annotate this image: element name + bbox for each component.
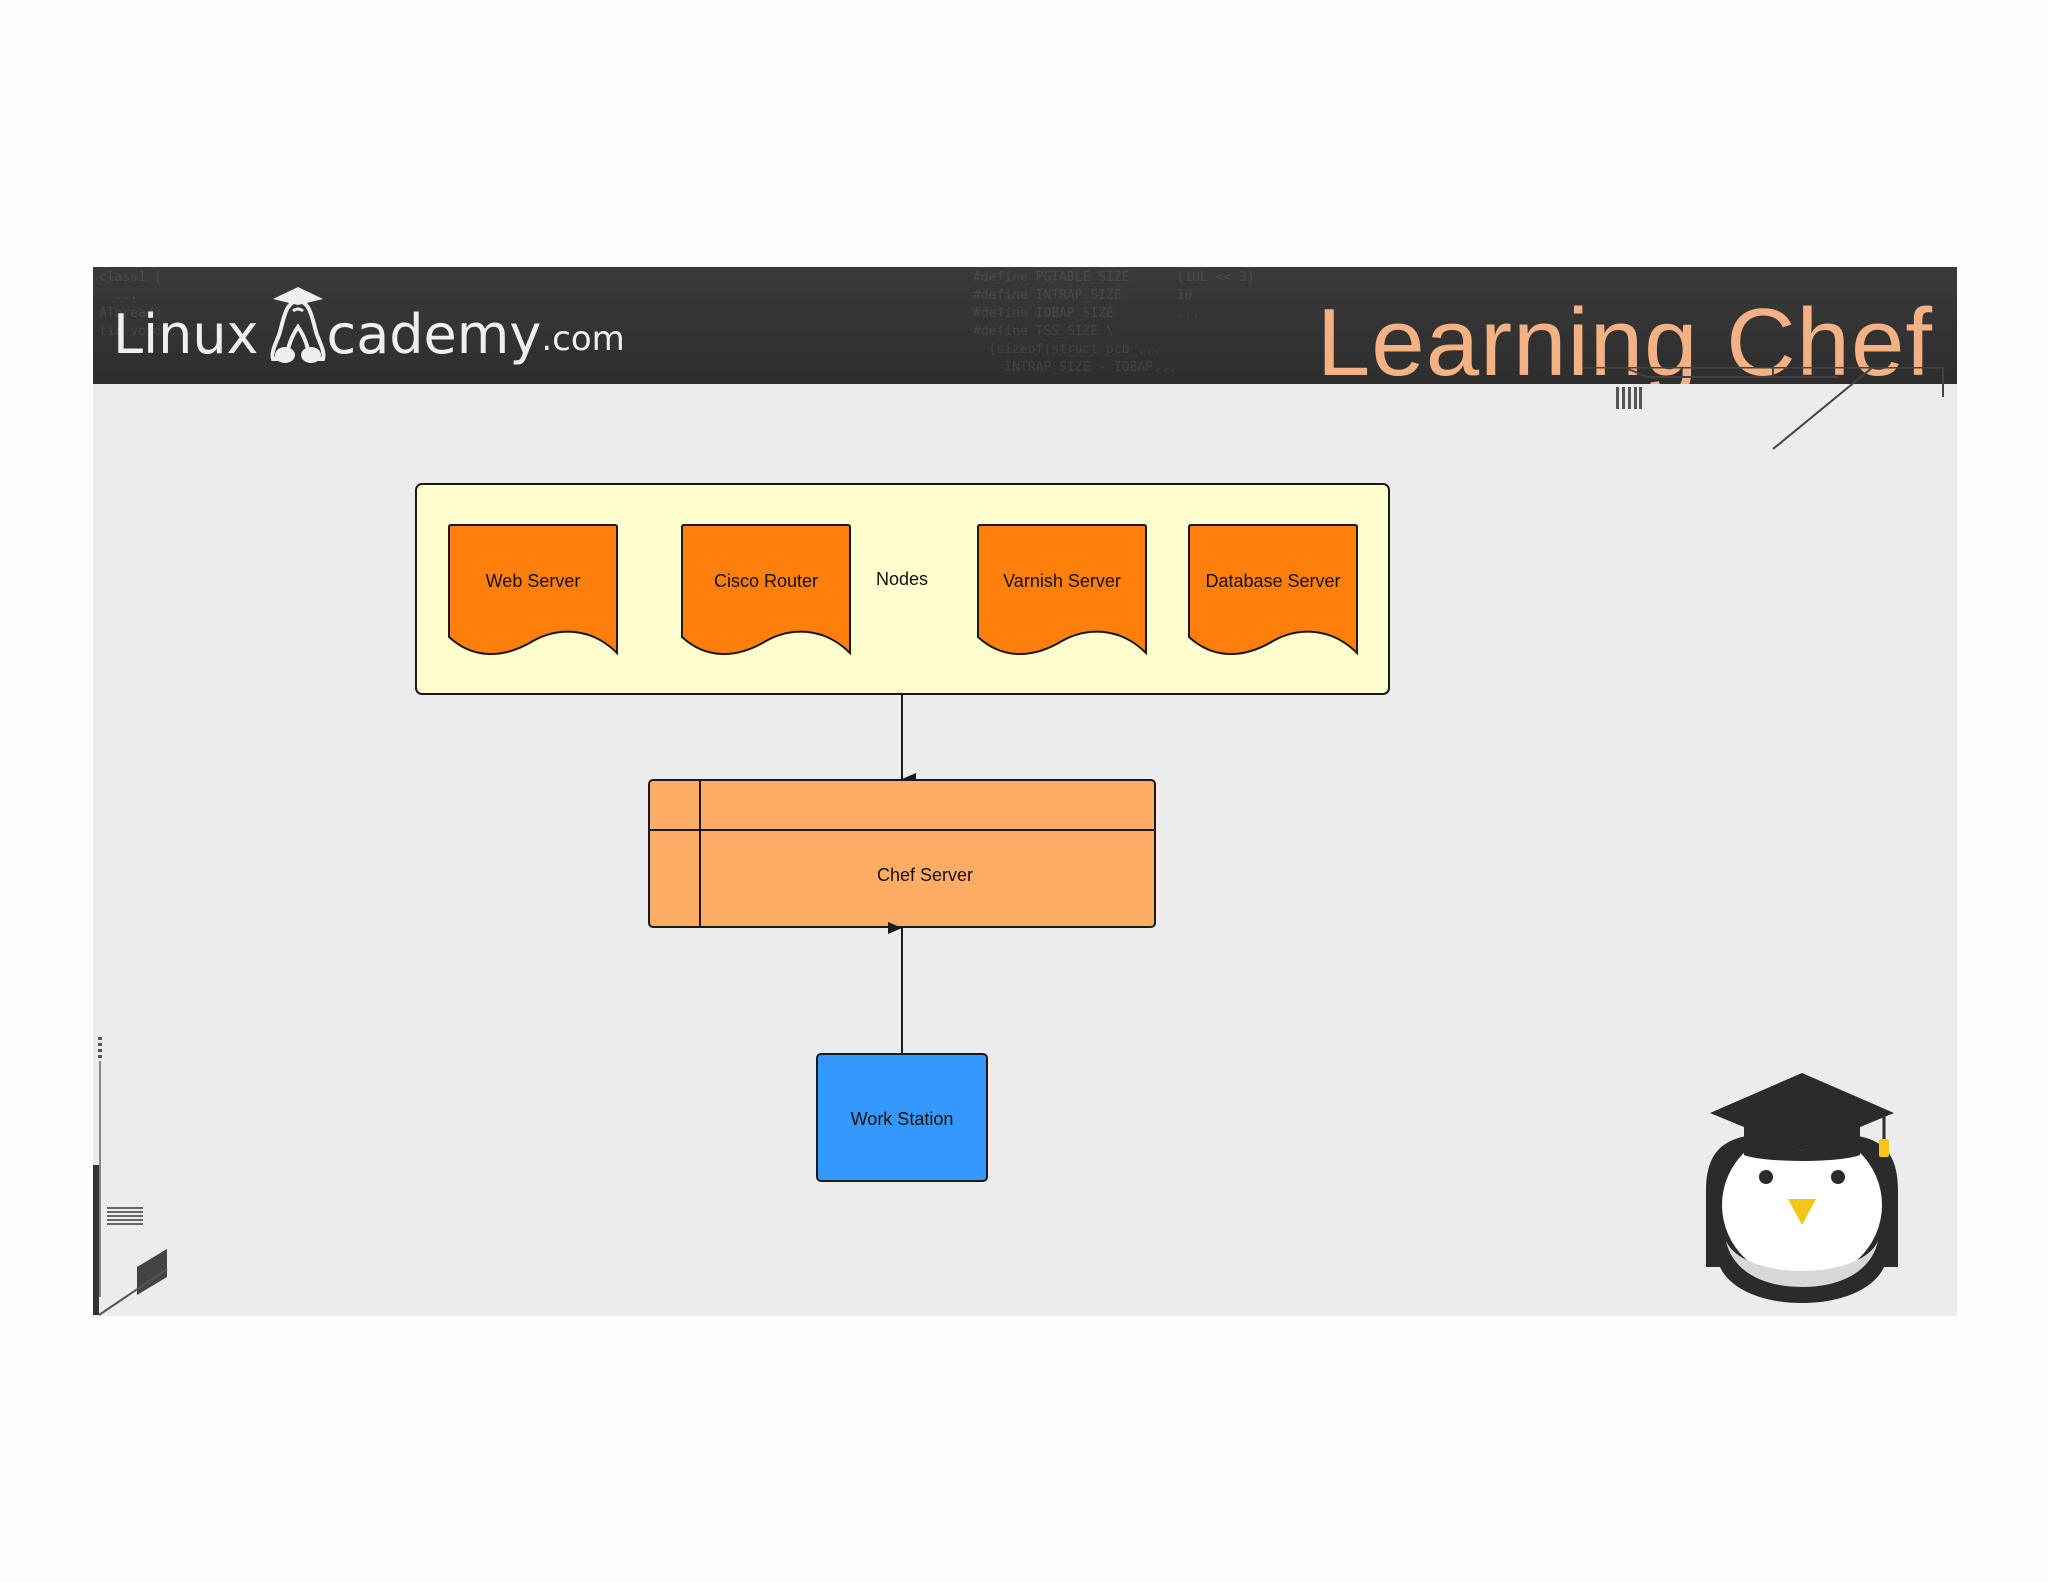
circuit-decoration-bottom-left — [93, 1037, 168, 1316]
slide-title: Learning Chef — [1316, 289, 1933, 385]
header-bar: class1 { ... AThread) tic void ... #defi… — [93, 267, 1957, 384]
logo-domain: .com — [541, 319, 625, 359]
header-code-texture: class1 { ... AThread) tic void ... — [99, 270, 193, 339]
penguin-a-icon — [270, 287, 325, 363]
node-cisco-router-label: Cisco Router — [714, 571, 818, 591]
circuit-decoration-top-right — [1583, 367, 1944, 450]
node-cisco-router[interactable]: Cisco Router — [681, 524, 851, 656]
chef-server[interactable]: Chef Server — [648, 779, 1156, 928]
slide: class1 { ... AThread) tic void ... #defi… — [93, 267, 1957, 1316]
node-varnish-server[interactable]: Varnish Server — [977, 524, 1147, 656]
work-station[interactable]: Work Station — [816, 1053, 988, 1182]
node-varnish-server-label: Varnish Server — [1003, 571, 1121, 591]
logo-word-linux: Linux — [113, 303, 259, 366]
header-code-texture-2: #define PGTABLE_SIZE (1UL << 3) #define … — [973, 270, 1255, 375]
node-web-server[interactable]: Web Server — [448, 524, 618, 656]
node-database-server[interactable]: Database Server — [1188, 524, 1358, 656]
logo-word-cademy: cademy — [326, 303, 542, 366]
chef-server-label: Chef Server — [877, 865, 973, 885]
graduate-penguin-icon — [1706, 1073, 1898, 1303]
node-web-server-label: Web Server — [486, 571, 581, 591]
linux-academy-logo: Linux cademy .com — [113, 285, 625, 365]
work-station-label: Work Station — [851, 1109, 954, 1129]
chef-architecture-diagram: Web Server Cisco Router Nodes Varnish Se… — [415, 483, 1390, 1182]
node-database-server-label: Database Server — [1205, 571, 1340, 591]
nodes-group-label: Nodes — [876, 569, 928, 589]
